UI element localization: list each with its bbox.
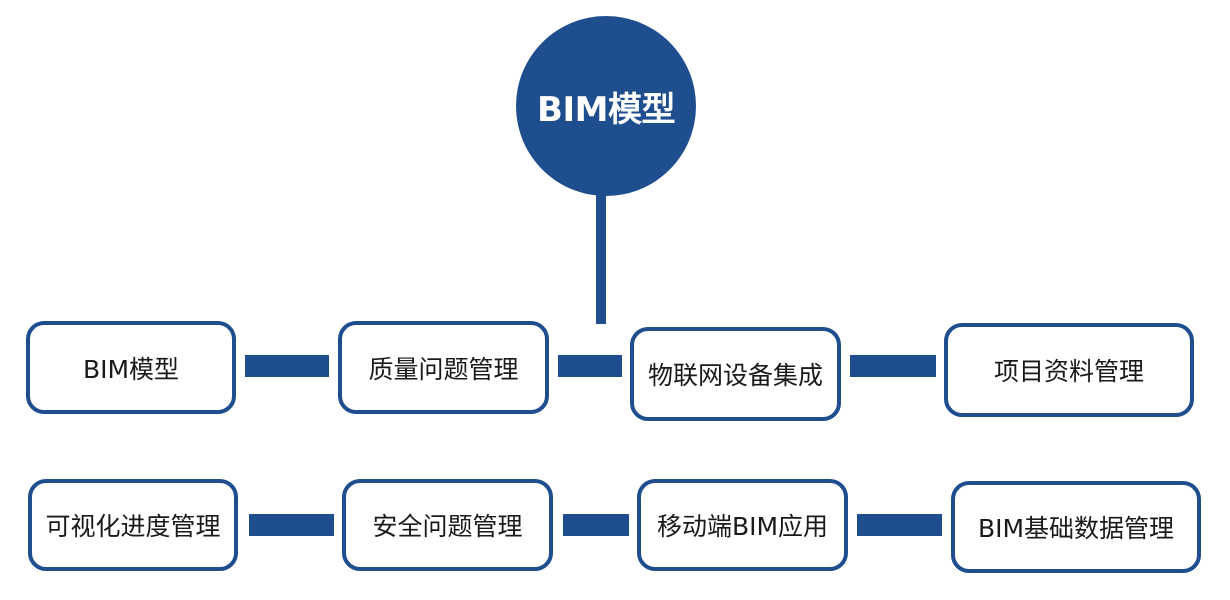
hub-stem-connector — [596, 194, 606, 324]
row2-node-2: 安全问题管理 — [342, 479, 553, 571]
row2-node-4-label: BIM基础数据管理 — [977, 514, 1175, 543]
row1-node-1: BIM模型 — [26, 321, 236, 414]
row1-node-2: 质量问题管理 — [338, 321, 549, 414]
row2-node-2-label: 安全问题管理 — [372, 512, 523, 541]
row1-node-4: 项目资料管理 — [944, 323, 1194, 417]
row2-node-1: 可视化进度管理 — [28, 479, 238, 571]
row2-node-3-label: 移动端BIM应用 — [656, 512, 829, 541]
row1-node-3-label: 物联网设备集成 — [647, 361, 823, 390]
row2-link-3 — [857, 514, 942, 536]
hub-circle: BIM模型 — [516, 16, 696, 196]
row2-node-1-label: 可视化进度管理 — [45, 512, 221, 541]
row1-node-4-label: 项目资料管理 — [993, 357, 1144, 386]
row2-node-3: 移动端BIM应用 — [637, 479, 848, 571]
row1-link-2 — [558, 355, 622, 377]
row1-node-2-label: 质量问题管理 — [368, 354, 519, 384]
row2-node-4: BIM基础数据管理 — [951, 481, 1201, 573]
row1-link-3 — [850, 355, 936, 377]
row2-link-1 — [249, 514, 334, 536]
row1-link-1 — [245, 355, 329, 377]
row2-link-2 — [563, 514, 629, 536]
hub-label: BIM模型 — [537, 89, 675, 130]
row1-node-1-label: BIM模型 — [82, 354, 180, 384]
row1-node-3: 物联网设备集成 — [630, 327, 841, 421]
